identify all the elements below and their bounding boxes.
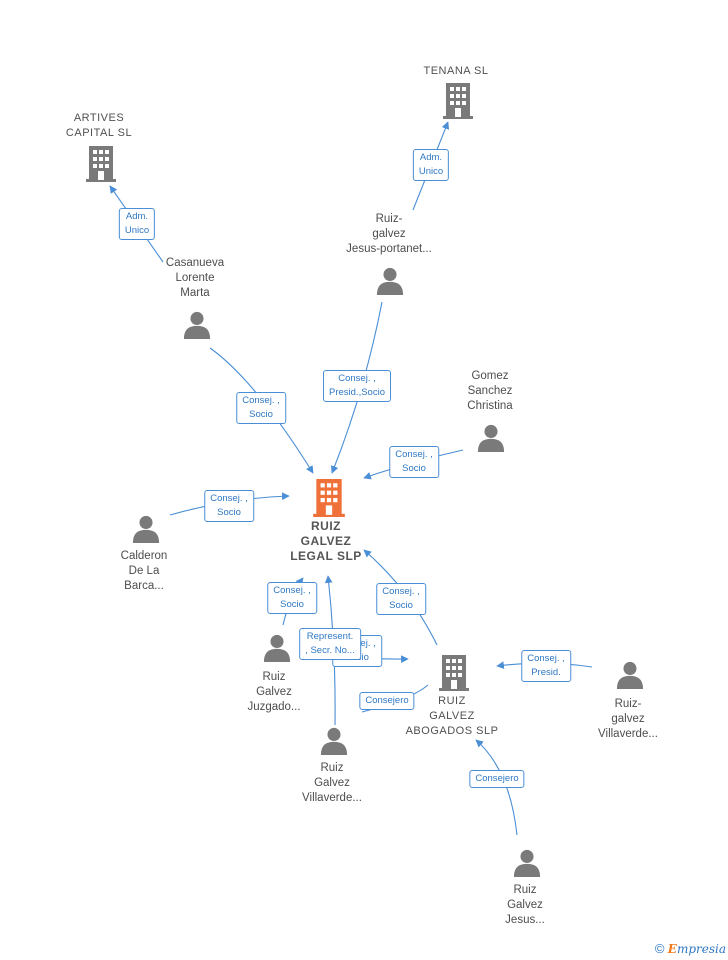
edge-label[interactable]: Consejero xyxy=(359,692,415,710)
person-icon-villaverde[interactable] xyxy=(320,727,348,755)
edge-label[interactable]: Consej. , Socio xyxy=(376,583,426,615)
brand-logo: Empresia xyxy=(667,942,726,956)
edge-label[interactable]: Consej. , Socio xyxy=(389,446,439,478)
edge-label[interactable]: Consej. , Socio xyxy=(204,490,254,522)
node-label-gomez[interactable]: Gomez Sanchez Christina xyxy=(467,370,513,412)
person-icon-calderon[interactable] xyxy=(132,515,160,543)
footer-brand[interactable]: © Empresia xyxy=(655,941,726,956)
edge-label[interactable]: Consej. , Presid. xyxy=(521,650,571,682)
edge-label[interactable]: Consejero xyxy=(469,770,525,788)
building-icon-tenana[interactable] xyxy=(443,83,473,119)
node-label-juzgado[interactable]: Ruiz Galvez Juzgado... xyxy=(247,671,301,713)
person-icon-jesusportanet[interactable] xyxy=(376,267,404,295)
edge-label[interactable]: Consej. , Socio xyxy=(236,392,286,424)
edge-label[interactable]: Consej. , Presid.,Socio xyxy=(323,370,391,402)
node-label-artives[interactable]: ARTIVES CAPITAL SL xyxy=(65,112,133,139)
edge-label[interactable]: Represent. , Secr. No... xyxy=(299,628,361,660)
node-label-tenana[interactable]: TENANA SL xyxy=(423,65,489,77)
node-label-ruiz-galvez-legal[interactable]: RUIZ GALVEZ LEGAL SLP xyxy=(290,519,362,563)
copyright-icon: © xyxy=(654,941,665,956)
edge-label[interactable]: Adm. Unico xyxy=(118,208,156,240)
building-icon-legal[interactable] xyxy=(313,479,345,517)
edge-label[interactable]: Consej. , Socio xyxy=(267,582,317,614)
person-icon-jesus[interactable] xyxy=(513,849,541,877)
person-icon-villaverde2[interactable] xyxy=(616,661,644,689)
node-label-ruiz-galvez-abogados[interactable]: RUIZ GALVEZ ABOGADOS SLP xyxy=(405,695,499,737)
building-icon-artives[interactable] xyxy=(86,146,116,182)
node-label-villaverde[interactable]: Ruiz Galvez Villaverde... xyxy=(302,762,362,804)
edge-label[interactable]: Adm. Unico xyxy=(412,149,450,181)
node-label-jesus[interactable]: Ruiz Galvez Jesus... xyxy=(505,884,545,926)
person-icon-gomez[interactable] xyxy=(477,424,505,452)
node-label-casanueva[interactable]: Casanueva Lorente Marta xyxy=(165,257,225,299)
building-icon-abogados[interactable] xyxy=(439,655,469,691)
person-icon-casanueva[interactable] xyxy=(183,311,211,339)
node-label-calderon[interactable]: Calderon De La Barca... xyxy=(120,550,168,592)
person-icon-juzgado[interactable] xyxy=(263,634,291,662)
node-label-jesus-portanet[interactable]: Ruiz- galvez Jesus-portanet... xyxy=(346,213,432,255)
node-label-villaverde-2[interactable]: Ruiz- galvez Villaverde... xyxy=(598,698,658,740)
